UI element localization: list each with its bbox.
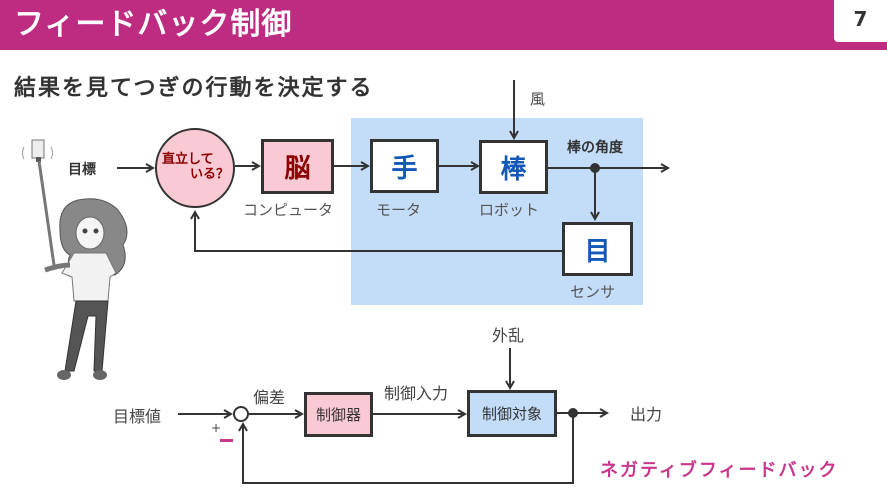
hand-block: 手 xyxy=(370,139,439,193)
controller-label: 制御器 xyxy=(315,406,361,424)
output-label: 出力 xyxy=(630,405,663,424)
sensor-caption: センサ xyxy=(570,283,616,301)
hand-symbol: 手 xyxy=(391,153,418,184)
comparator-circle: 直立して いる？ xyxy=(155,128,235,208)
computer-caption: コンピュータ xyxy=(243,201,334,219)
minus-sign xyxy=(220,439,233,442)
target-label: 目標 xyxy=(68,162,96,178)
rod-angle-label: 棒の角度 xyxy=(567,140,623,156)
broom-icon xyxy=(22,139,56,266)
comparator-text-line1: 直立して xyxy=(162,152,214,167)
robot-caption: ロボット xyxy=(479,201,540,219)
wind-label: 風 xyxy=(530,90,546,108)
plant-label: 制御対象 xyxy=(481,405,542,423)
page-number: 7 xyxy=(834,0,887,42)
eye-block: 目 xyxy=(562,222,633,276)
plus-sign: + xyxy=(211,421,222,435)
disturbance-label: 外乱 xyxy=(492,326,525,345)
motor-caption: モータ xyxy=(376,201,422,219)
subtitle: 結果を見てつぎの行動を決定する xyxy=(14,76,374,101)
slide-title: フィードバック制御 xyxy=(14,7,293,42)
eye-symbol: 目 xyxy=(584,236,611,267)
summing-junction xyxy=(233,406,249,422)
girl-balancing-broom-illustration xyxy=(22,139,128,380)
comparator-text-line2: いる？ xyxy=(189,167,229,182)
control-input-label: 制御入力 xyxy=(384,384,449,403)
negative-feedback-label: ネガティブフィードバック xyxy=(600,460,839,481)
branch-point-bottom xyxy=(568,408,578,418)
brain-block: 脳 xyxy=(261,139,334,194)
plant-block: 制御対象 xyxy=(467,390,557,437)
rod-symbol: 棒 xyxy=(500,154,527,185)
header-bar: フィードバック制御 7 xyxy=(0,0,887,50)
controller-block: 制御器 xyxy=(304,392,373,437)
brain-symbol: 脳 xyxy=(284,154,311,184)
rod-block: 棒 xyxy=(479,140,548,194)
comparator-text: 直立して いる？ xyxy=(159,152,233,182)
error-label: 偏差 xyxy=(253,388,286,407)
reference-label: 目標値 xyxy=(113,407,162,426)
